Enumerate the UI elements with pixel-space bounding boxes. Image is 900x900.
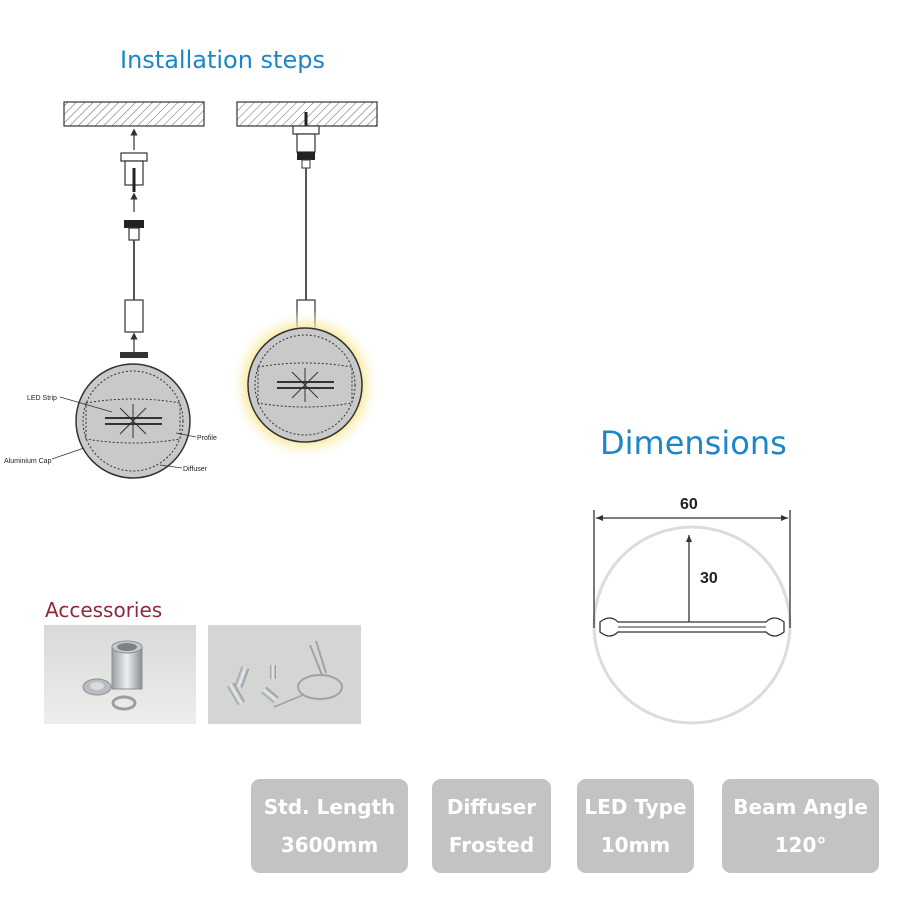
accessory-photo-wire — [208, 625, 361, 724]
dimension-height: 30 — [700, 570, 718, 587]
spec-diffuser: Diffuser Frosted — [432, 779, 551, 873]
spec-label: LED Type — [584, 795, 687, 819]
profile-section-left — [75, 363, 191, 479]
spec-value: 3600mm — [280, 833, 379, 857]
spec-value: 120° — [774, 833, 827, 857]
spec-value: 10mm — [600, 833, 671, 857]
spec-beam-angle: Beam Angle 120° — [722, 779, 879, 873]
label-led-strip: LED Strip — [27, 395, 57, 402]
mount-exploded — [120, 128, 148, 358]
installation-diagram: LED Strip Profile Aluminium Cap Diffuser — [4, 101, 381, 479]
label-aluminium-cap: Aluminium Cap — [4, 458, 52, 465]
spec-label: Std. Length — [263, 795, 396, 819]
spec-label: Diffuser — [446, 795, 537, 819]
profile-section-right-lit — [229, 309, 381, 461]
spec-value: Frosted — [448, 833, 535, 857]
dimensions-title: Dimensions — [600, 424, 787, 462]
spec-std-length: Std. Length 3600mm — [251, 779, 408, 873]
label-diffuser: Diffuser — [183, 466, 208, 473]
accessory-photo-cap — [44, 625, 196, 724]
dimension-width: 60 — [680, 496, 698, 513]
dimensions-diagram: 60 30 — [592, 496, 792, 725]
accessories-title: Accessories — [45, 598, 163, 622]
ceiling-left — [63, 101, 205, 127]
spec-led-type: LED Type 10mm — [577, 779, 694, 873]
label-profile: Profile — [197, 435, 217, 442]
spec-label: Beam Angle — [733, 795, 868, 819]
mount-assembled — [292, 112, 320, 336]
installation-title: Installation steps — [120, 46, 325, 74]
